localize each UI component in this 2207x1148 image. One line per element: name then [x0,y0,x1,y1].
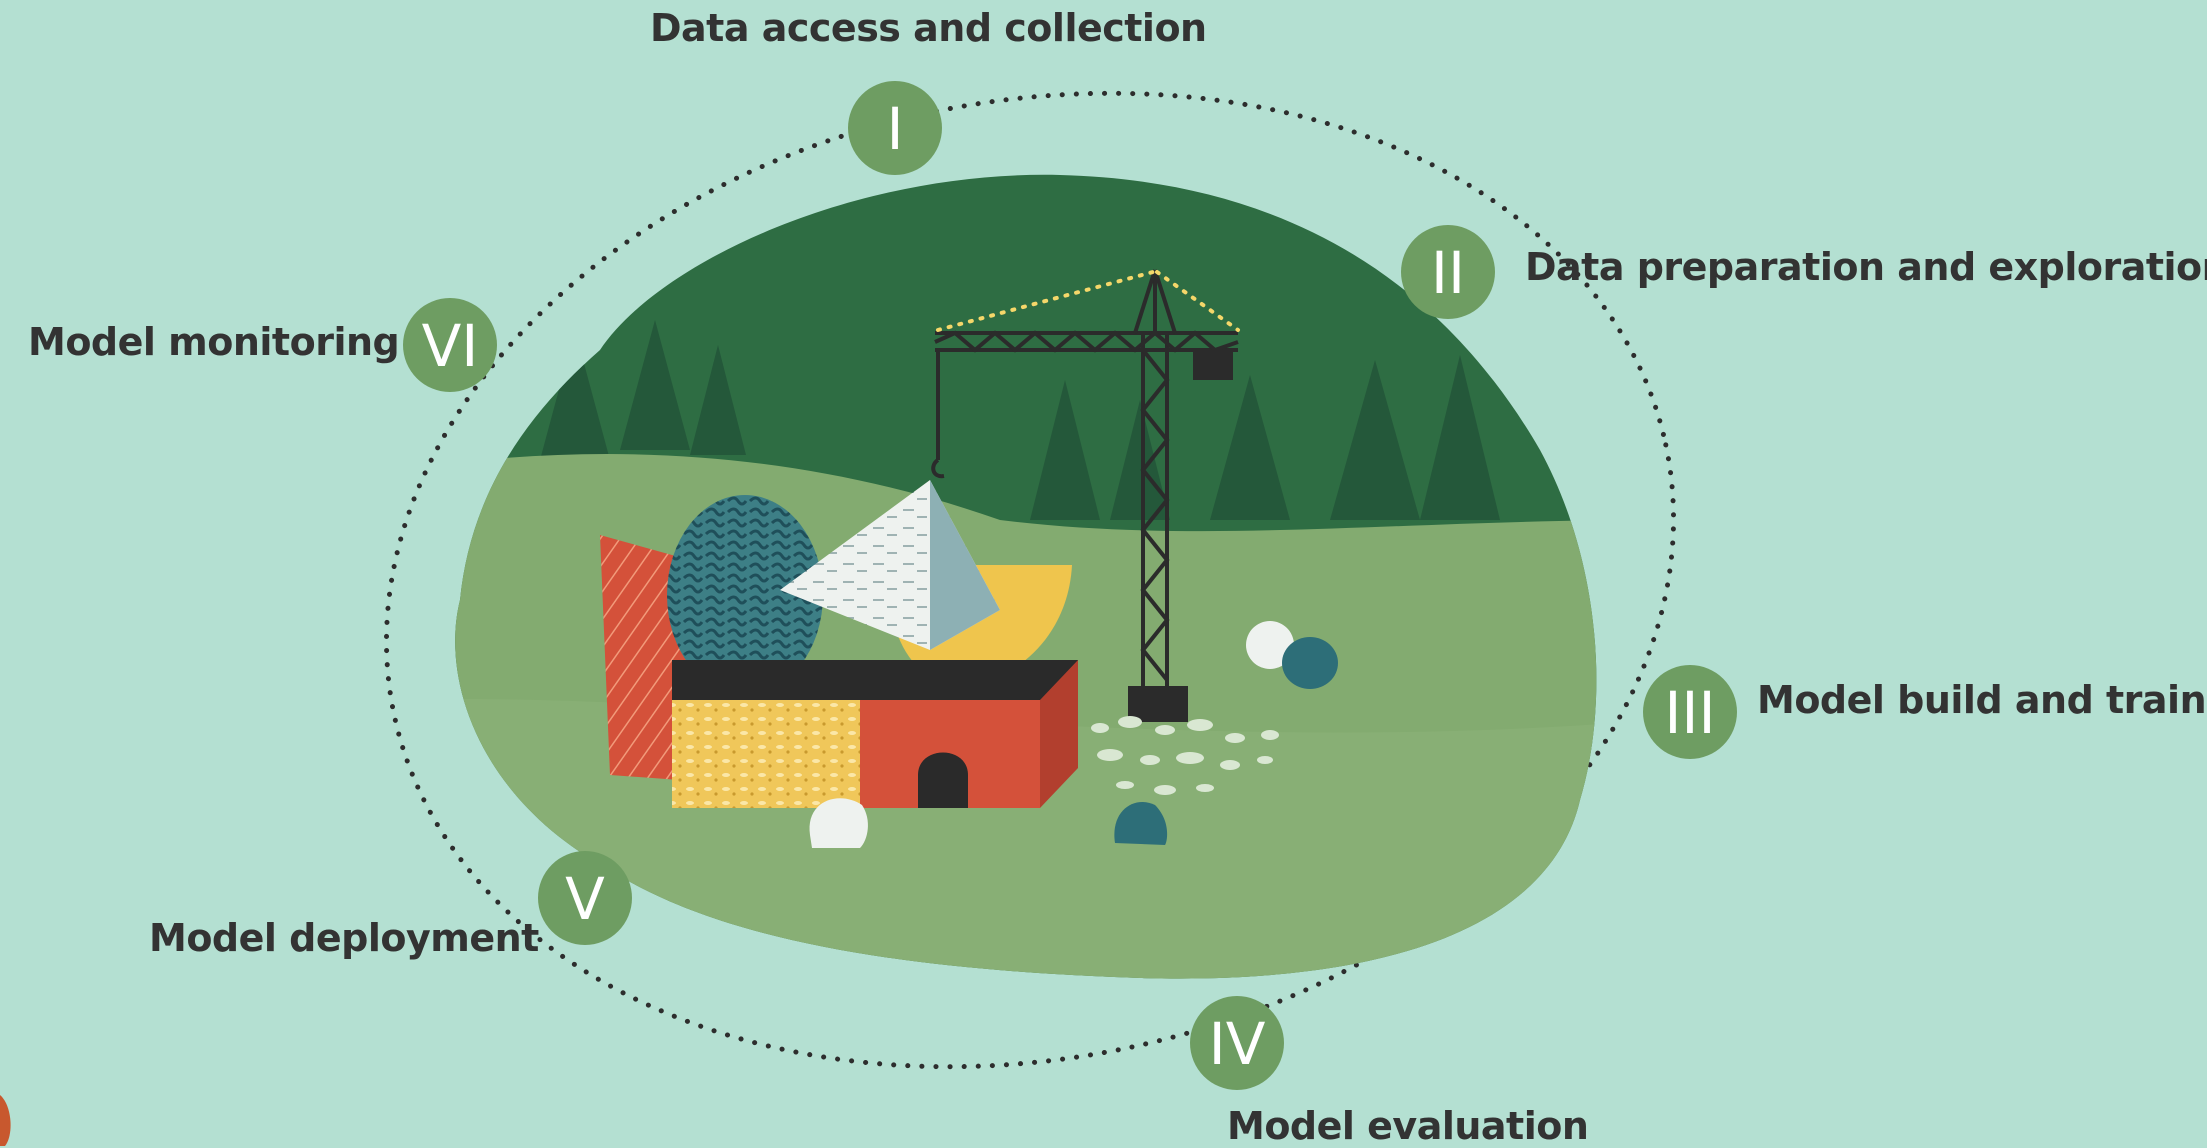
pine-tree-icon [540,320,1500,520]
landscape-illustration [455,174,1597,979]
step-numeral: III [1664,679,1715,747]
step-badge-1: I [848,81,942,175]
step-badge-5: V [538,851,632,945]
step-label-data-preparation: Data preparation and exploration [1525,245,2207,289]
step-label-model-monitoring: Model monitoring [28,320,400,364]
step-label-model-evaluation: Model evaluation [1227,1104,1589,1148]
step-label-data-access: Data access and collection [650,6,1207,50]
step-numeral: VI [422,312,479,380]
step-badge-6: VI [403,298,497,392]
building-blocks-illustration [600,480,1078,848]
step-numeral: V [565,865,605,933]
decorative-shape [0,1095,11,1146]
step-numeral: IV [1209,1010,1266,1078]
crane-illustration [931,269,1240,722]
step-badge-2: II [1401,225,1495,319]
step-label-model-build: Model build and train [1757,678,2207,722]
step-label-model-deployment: Model deployment [149,916,539,960]
rock-icon [1091,621,1338,845]
cycle-path [383,90,1677,1070]
step-numeral: II [1431,239,1465,307]
step-badge-4: IV [1190,996,1284,1090]
step-numeral: I [886,95,903,163]
step-badge-3: III [1643,665,1737,759]
